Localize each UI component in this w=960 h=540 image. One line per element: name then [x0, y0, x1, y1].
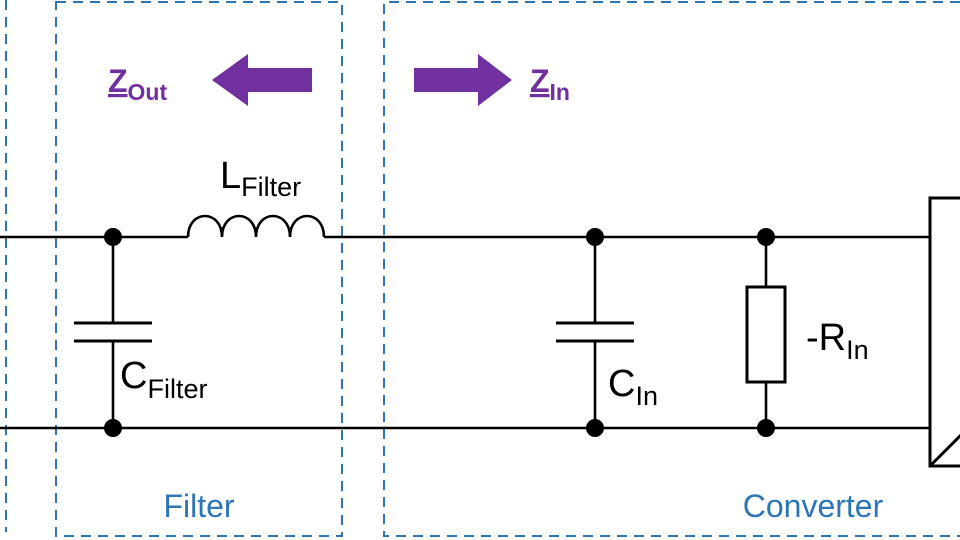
converter-block — [928, 196, 960, 468]
z-out-sub: Out — [128, 79, 168, 105]
junction-dot — [757, 228, 775, 246]
filter-capacitor-label-main: C — [120, 355, 147, 397]
filter-box-label: Filter — [163, 488, 234, 524]
inductor-label-sub: Filter — [241, 172, 301, 202]
junction-dot — [586, 228, 604, 246]
junction-dot — [586, 419, 604, 437]
converter-block-diagonal — [928, 433, 960, 468]
input-capacitor-label: CIn — [608, 363, 658, 411]
junction-dot — [104, 419, 122, 437]
input-capacitor-label-sub: In — [635, 381, 658, 411]
filter-box — [55, 1, 343, 537]
inductor-label: LFilter — [220, 155, 301, 202]
negative-resistor-label-main: -R — [806, 317, 846, 359]
z-in-arrow-icon — [414, 54, 512, 106]
z-out-main: Z — [108, 63, 128, 99]
inductor-label-main: L — [220, 155, 241, 197]
z-in-label: ZIn — [530, 63, 570, 105]
filter-capacitor-label-sub: Filter — [147, 374, 207, 404]
inductor-icon — [186, 214, 326, 238]
input-capacitor-label-main: C — [608, 363, 635, 405]
resistor-icon — [745, 285, 787, 384]
z-in-sub: In — [550, 79, 570, 105]
z-out-label: ZOut — [108, 63, 167, 105]
z-out-arrow-icon — [212, 54, 312, 106]
converter-box-label: Converter — [743, 488, 884, 524]
junction-dot — [104, 228, 122, 246]
negative-resistor-label-sub: In — [846, 335, 869, 365]
filter-capacitor-label: CFilter — [120, 355, 207, 404]
negative-resistor-label: -RIn — [806, 317, 869, 365]
converter-box — [383, 1, 960, 537]
z-in-main: Z — [530, 63, 550, 99]
junction-dot — [757, 419, 775, 437]
